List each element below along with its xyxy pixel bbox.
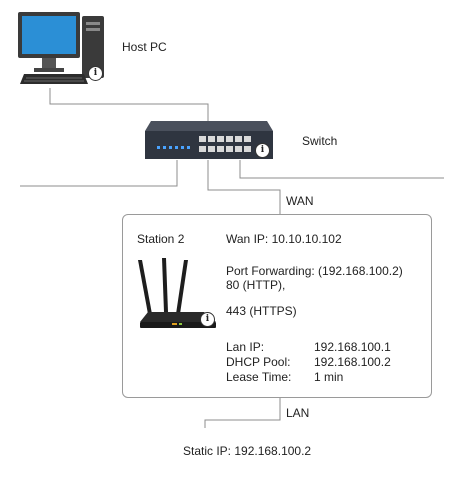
wan-label: WAN [286, 194, 314, 208]
port-forwarding-https: 443 (HTTPS) [226, 304, 297, 318]
info-icon[interactable]: i [88, 66, 103, 81]
network-switch-icon [145, 121, 273, 159]
dhcp-pool-key: DHCP Pool: [226, 355, 291, 369]
port-forwarding-http: 80 (HTTP), [226, 278, 286, 292]
host-pc: i [18, 10, 110, 88]
lease-time-value: 1 min [314, 370, 344, 384]
lan-ip-value: 192.168.100.1 [314, 340, 391, 354]
info-icon[interactable]: i [200, 312, 215, 327]
wire-station-to-lan [204, 396, 281, 428]
network-switch: i [143, 119, 275, 161]
lan-ip-key: Lan IP: [226, 340, 265, 354]
wireless-router-icon [138, 258, 216, 328]
wire-switch-left [20, 160, 178, 187]
static-ip: Static IP: 192.168.100.2 [183, 444, 312, 458]
desktop-computer-icon [18, 12, 104, 84]
station-box [122, 214, 432, 398]
lan-label: LAN [286, 406, 310, 420]
host-pc-label: Host PC [122, 40, 167, 54]
wan-ip: Wan IP: 10.10.10.102 [226, 232, 342, 246]
info-icon[interactable]: i [255, 143, 270, 158]
lease-time-key: Lease Time: [226, 370, 292, 384]
wire-pc-to-switch [49, 88, 209, 121]
wire-switch-right [239, 160, 444, 179]
wireless-router: i [134, 258, 224, 332]
switch-label: Switch [302, 134, 338, 148]
dhcp-pool-value: 192.168.100.2 [314, 355, 391, 369]
wire-switch-to-station [207, 160, 281, 214]
station-name: Station 2 [137, 232, 185, 246]
port-forwarding: Port Forwarding: (192.168.100.2) [226, 264, 403, 278]
